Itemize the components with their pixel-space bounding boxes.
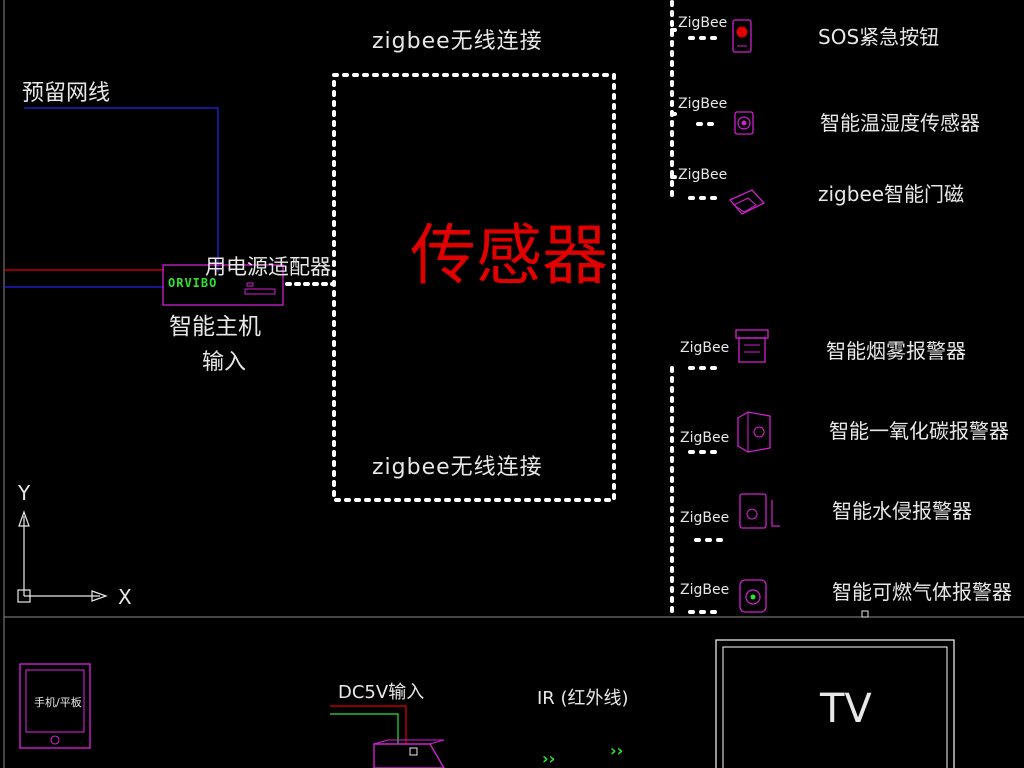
power-adapter-label: 用电源适配器	[205, 255, 331, 279]
sos-button-icon[interactable]	[732, 19, 752, 53]
device-label-sos: SOS紧急按钮	[818, 25, 939, 49]
co-alarm-icon[interactable]	[737, 411, 771, 453]
tv-icon[interactable]	[715, 639, 955, 768]
smoke-alarm-icon[interactable]	[735, 329, 769, 363]
gas-alarm-icon[interactable]	[739, 579, 767, 613]
zigbee-wireless-frame	[332, 73, 616, 502]
device-label-door: zigbee智能门磁	[818, 182, 964, 206]
door-sensor-icon[interactable]	[728, 189, 766, 215]
tv-label: TV	[819, 686, 872, 732]
ir-label: IR (红外线)	[537, 688, 629, 709]
ir-signal-chevrons-right: ››	[610, 741, 623, 760]
phone-tablet-label: 手机/平板	[34, 695, 82, 709]
x-axis-label: X	[118, 585, 132, 609]
dc5v-wire-red	[330, 705, 407, 744]
dc5v-wire-green	[330, 713, 399, 744]
hub-brand-text: ORVIBO	[168, 276, 217, 290]
phone-tablet-icon[interactable]	[19, 663, 91, 749]
device-tag-gas: ZigBee	[680, 582, 729, 598]
gas-alarm-label-marker	[861, 610, 869, 618]
device-label-co: 智能一氧化碳报警器	[829, 419, 1009, 443]
dc5v-label: DC5V输入	[338, 682, 424, 703]
hub-indicator-dot	[246, 282, 254, 287]
device-label-water: 智能水侵报警器	[832, 499, 972, 523]
ir-transmitter-icon[interactable]	[373, 739, 445, 768]
ucs-axis-icon	[17, 510, 108, 603]
device-tag-smoke: ZigBee	[680, 340, 729, 356]
ir-signal-chevrons-left: ››	[542, 749, 555, 768]
hub-label: 智能主机	[169, 314, 261, 340]
device-tag-temp: ZigBee	[678, 96, 727, 112]
zigbee-bottom-label: zigbee无线连接	[372, 455, 543, 480]
y-axis-label: Y	[17, 481, 31, 505]
hub-indicator-bar	[244, 288, 276, 295]
input-label: 输入	[202, 350, 246, 375]
temp-humidity-sensor-icon[interactable]	[734, 111, 754, 135]
reserved-network-label: 预留网线	[22, 81, 110, 106]
device-tag-sos: ZigBee	[678, 15, 727, 31]
water-leak-alarm-icon[interactable]	[739, 493, 780, 529]
device-tag-water: ZigBee	[680, 510, 729, 526]
zigbee-top-label: zigbee无线连接	[372, 29, 543, 54]
reserved-network-wire	[24, 107, 219, 272]
device-label-smoke: 智能烟雾报警器	[826, 339, 966, 363]
smart-hub-box[interactable]	[162, 264, 284, 306]
device-tag-door: ZigBee	[678, 167, 727, 183]
device-label-temp: 智能温湿度传感器	[820, 111, 980, 135]
sensor-title: 传感器	[410, 217, 608, 294]
device-tag-co: ZigBee	[680, 430, 729, 446]
device-label-gas: 智能可燃气体报警器	[832, 580, 1012, 604]
